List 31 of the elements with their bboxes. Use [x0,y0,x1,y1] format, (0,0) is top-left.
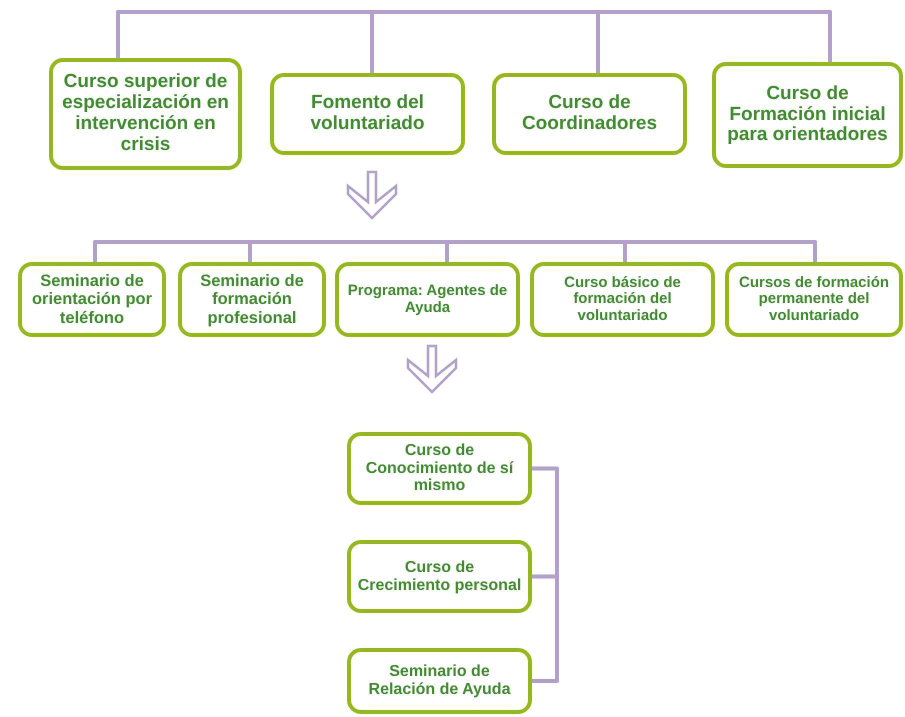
course-title: Seminario de formación profesional [199,272,305,327]
course-box [725,262,903,337]
course-title: Curso de Formación inicial para orientadores [726,84,889,146]
course-box [530,262,715,337]
connector-line [532,466,559,578]
course-box [347,432,532,505]
connector-line [532,574,559,683]
course-box [492,73,687,155]
course-title: Curso superior de especialización en intervención en crisis [61,72,230,156]
course-box [712,62,903,168]
course-title: Curso básico de formación del voluntariado [563,274,682,324]
course-title: Fomento del voluntariado [309,93,426,135]
course-box [335,262,520,337]
connector-line [248,240,449,262]
course-box [270,73,465,155]
course-title: Programa: Agentes de Ayuda [346,283,508,316]
course-box [49,58,242,170]
course-title: Curso de Conocimiento de sí mismo [364,442,515,495]
connector-line [623,240,817,262]
course-title: Seminario de Relación de Ayuda [368,663,512,699]
course-title: Curso de Crecimiento personal [357,558,522,594]
course-box [347,648,532,714]
course-title: Seminario de orientación por teléfono [30,272,154,327]
connector-line [370,10,600,73]
course-title: Cursos de formación permanente del voluntariado [738,274,890,324]
course-box [18,262,166,337]
course-title: Curso de Coordinadores [520,93,658,135]
connector-line [93,240,252,262]
connector-line [596,10,832,73]
course-box [347,540,532,613]
course-box [178,262,326,337]
